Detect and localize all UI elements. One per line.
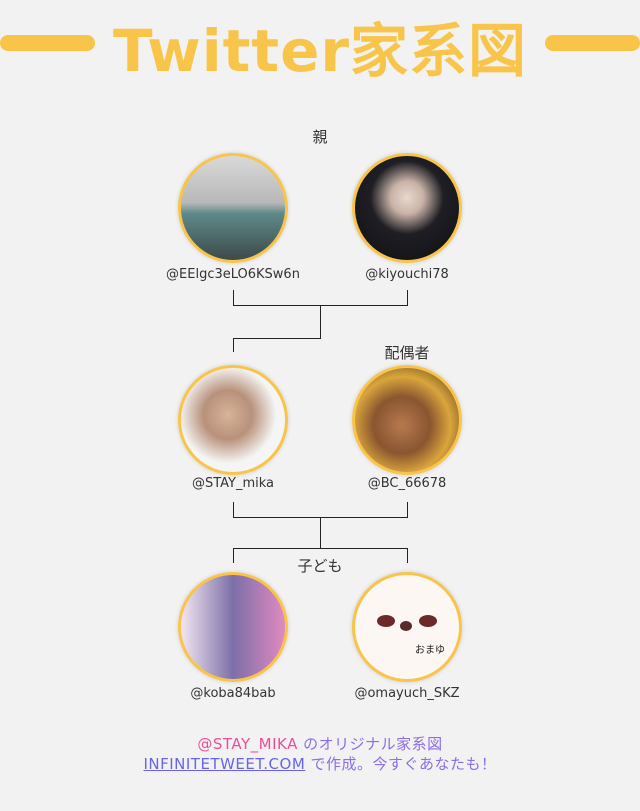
eye-icon [377,615,395,627]
footer: @STAY_MIKA のオリジナル家系図 INFINITETWEET.COM で… [0,734,640,774]
title-bar-right [545,35,640,51]
connector [233,548,408,549]
site-link[interactable]: INFINITETWEET.COM [143,755,306,773]
avatar-parent2[interactable] [352,153,462,263]
handle-child1[interactable]: @koba84bab [190,686,276,701]
handle-parent1[interactable]: @EElgc3eLO6KSw6n [166,267,300,282]
avatar-self[interactable] [178,365,288,475]
avatar-child1[interactable] [178,572,288,682]
connector [233,290,234,305]
children-label: 子ども [290,555,350,576]
footer-text2: で作成。今すぐあなたも！ [305,755,497,773]
avatar-spouse[interactable] [352,365,462,475]
connector [233,548,234,563]
handle-spouse[interactable]: @BC_66678 [367,476,447,491]
connector [233,338,321,339]
handle-self[interactable]: @STAY_mika [191,476,275,491]
connector [320,517,321,548]
connector [320,305,321,338]
parents-label: 親 [312,128,328,146]
avatar-parent1[interactable] [178,153,288,263]
spouse-label: 配偶者 [384,344,430,362]
connector [233,338,234,352]
footer-user[interactable]: @STAY_MIKA [197,735,298,753]
title-bar-left [0,35,95,51]
avatar-caption: おまゆ [415,645,445,656]
page-title: Twitter家系図 [112,17,528,85]
handle-child2[interactable]: @omayuch_SKZ [354,686,460,701]
footer-text1: のオリジナル家系図 [297,735,443,753]
connector [233,502,234,517]
avatar-child2[interactable]: おまゆ [352,572,462,682]
mouth-icon [400,621,412,631]
connector [407,290,408,305]
handle-parent2[interactable]: @kiyouchi78 [365,267,449,282]
connector [407,548,408,563]
eye-icon [419,615,437,627]
connector [407,502,408,517]
